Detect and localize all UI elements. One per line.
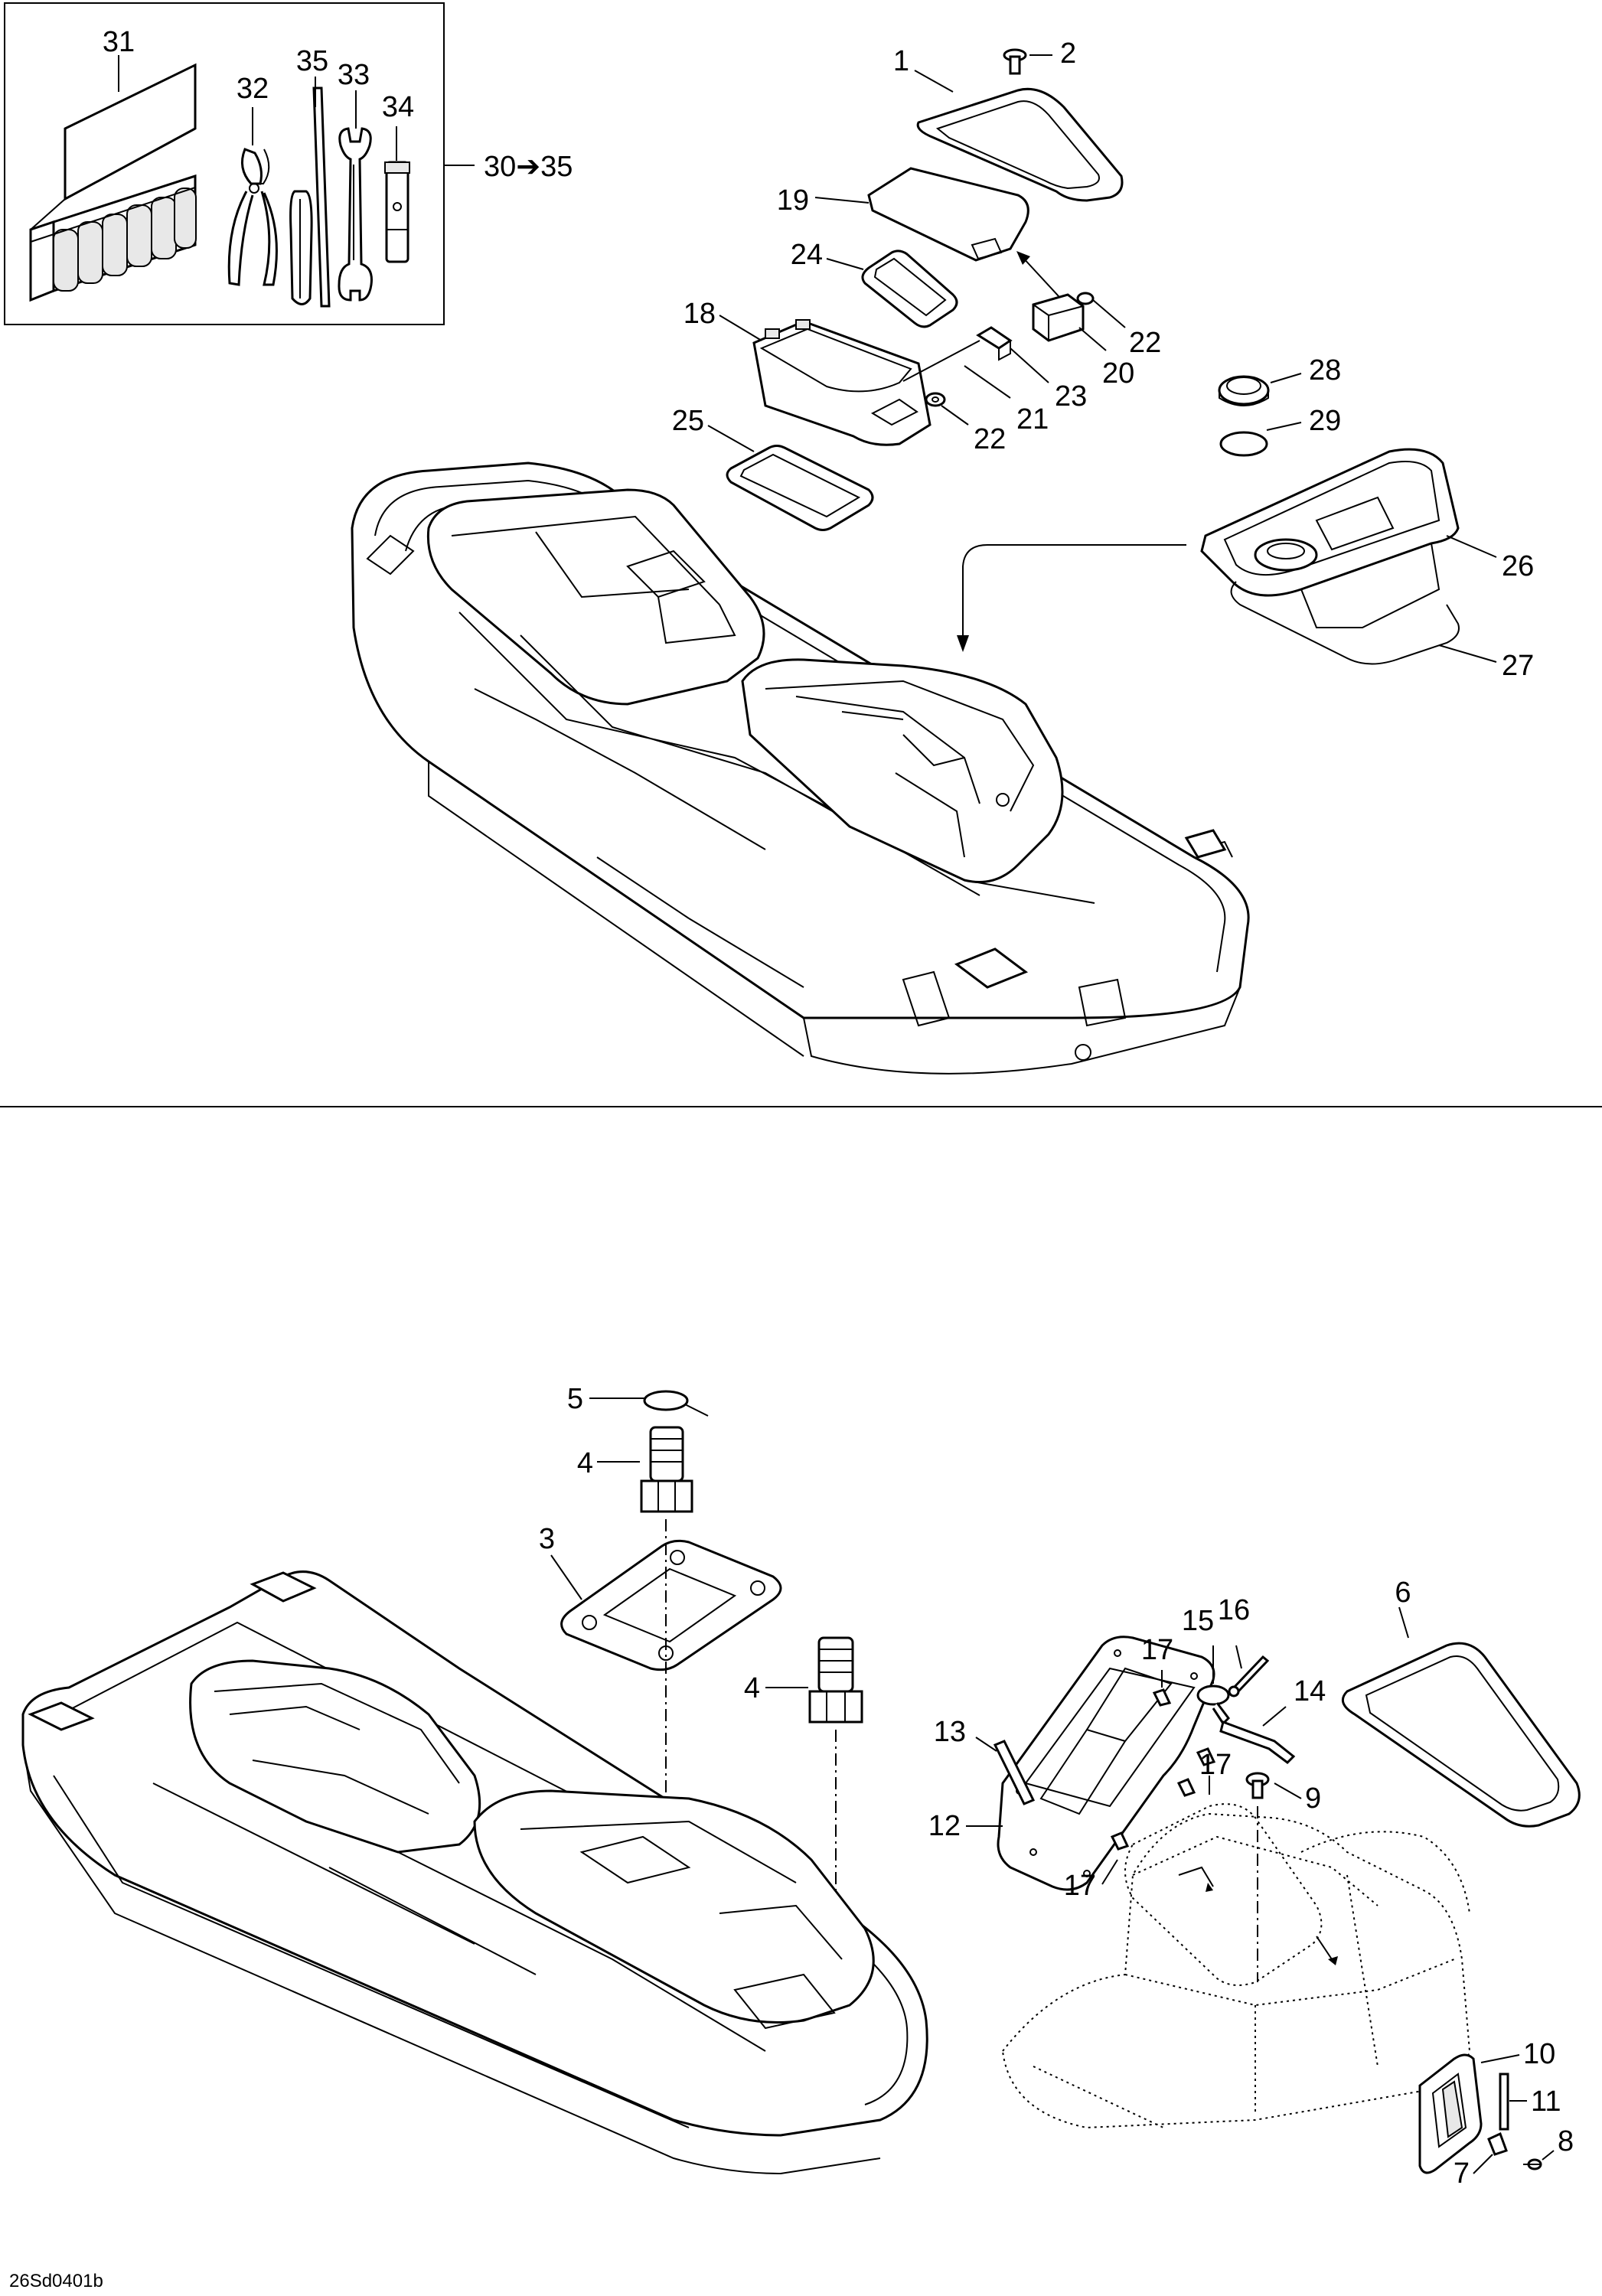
callout-8: 8 <box>1558 2125 1574 2157</box>
callout-15: 15 <box>1182 1605 1214 1637</box>
callout-12: 12 <box>928 1810 961 1842</box>
part-27-gasket <box>1230 581 1497 665</box>
callout-29: 29 <box>1309 405 1341 437</box>
callout-6: 6 <box>1395 1577 1411 1609</box>
part-8-screw <box>1523 2150 1555 2170</box>
top-assembly: 1 2 19 24 18 25 22 20 23 21 22 28 29 26 … <box>672 38 1535 682</box>
callout-7: 7 <box>1454 2157 1470 2190</box>
callout-23: 23 <box>1055 380 1087 413</box>
callout-16: 16 <box>1218 1594 1250 1626</box>
part-7-clip <box>1473 2131 1508 2174</box>
callout-17b: 17 <box>1199 1749 1232 1781</box>
callout-5: 5 <box>567 1383 583 1415</box>
callout-17a: 17 <box>1141 1634 1173 1666</box>
callout-26: 26 <box>1502 550 1534 582</box>
part-5-clamp <box>589 1390 709 1417</box>
wrench-33 <box>338 90 373 302</box>
part-25-gasket <box>707 425 874 531</box>
tool-kit-inset: 31 32 35 33 34 30➔35 <box>4 2 573 325</box>
callout-3: 3 <box>539 1523 555 1555</box>
callout-11: 11 <box>1531 2086 1561 2118</box>
tool-pouch-31 <box>29 55 197 302</box>
spark-plug-socket-34 <box>384 126 410 263</box>
part-4-fitting-b <box>765 1636 863 1724</box>
part-19-cover <box>814 167 1069 307</box>
part-1-bezel <box>914 70 1124 202</box>
callout-18: 18 <box>684 298 716 330</box>
part-3-gasket-plate <box>550 1539 782 1671</box>
callout-13: 13 <box>934 1716 966 1748</box>
callout-20: 20 <box>1102 357 1134 390</box>
part-4-fitting-a <box>597 1426 693 1513</box>
callout-33: 33 <box>338 59 370 91</box>
callout-25: 25 <box>672 405 704 437</box>
callout-28: 28 <box>1309 354 1341 386</box>
callout-2: 2 <box>1060 38 1076 70</box>
part-23-hinge <box>976 326 1049 383</box>
lower-hull-top-view <box>21 1570 928 2175</box>
callout-21: 21 <box>1016 403 1049 435</box>
part-6-seal <box>1341 1606 1581 1828</box>
callout-27: 27 <box>1502 650 1534 682</box>
callout-31: 31 <box>103 26 135 58</box>
part-20-latch <box>1032 293 1107 351</box>
callout-32: 32 <box>237 73 269 105</box>
part-16-screw <box>1228 1645 1270 1698</box>
part-10-vent-grille <box>1418 2053 1520 2174</box>
part-11-strip <box>1499 2073 1527 2131</box>
part-2-rivet <box>1003 48 1052 75</box>
callout-1: 1 <box>893 45 909 77</box>
callout-9: 9 <box>1305 1782 1321 1815</box>
callout-4b: 4 <box>744 1672 760 1704</box>
screwdriver-35 <box>289 77 331 308</box>
part-9-rivet <box>1245 1772 1302 1982</box>
part-22-washer-a <box>1076 292 1126 328</box>
part-28-cap <box>1218 373 1302 406</box>
part-17-screw-a <box>1152 1670 1172 1707</box>
callout-4a: 4 <box>577 1447 593 1479</box>
callout-24: 24 <box>791 239 823 271</box>
pliers-32 <box>227 107 278 286</box>
callout-17c: 17 <box>1064 1870 1096 1902</box>
part-14-tube <box>1219 1706 1296 1764</box>
part-24-gasket <box>826 249 958 328</box>
callout-34: 34 <box>382 91 414 123</box>
part-26-front-storage <box>1200 448 1497 628</box>
part-17-screw-b <box>1101 1747 1216 1885</box>
callout-19: 19 <box>777 184 809 217</box>
diagram-id: 26Sd0401b <box>9 2271 103 2291</box>
phantom-storage-bin <box>1001 1803 1471 2129</box>
part-22-washer-b <box>925 392 969 426</box>
part-15-clip <box>1196 1645 1230 1726</box>
callout-22b: 22 <box>974 423 1006 455</box>
part-18-storage-bin <box>719 315 932 446</box>
bottom-assembly: 5 4 3 4 17 15 16 14 6 13 17 9 12 17 10 1… <box>21 1383 1581 2190</box>
kit-range-label: 30➔35 <box>484 151 573 183</box>
callout-35: 35 <box>296 45 328 77</box>
part-13-strip <box>975 1737 1036 1805</box>
pouch-pockets <box>53 188 197 292</box>
part-29-seal <box>1219 422 1302 457</box>
callout-10: 10 <box>1523 2038 1555 2070</box>
callout-22a: 22 <box>1129 327 1161 359</box>
upper-hull-top-view <box>351 461 1250 1075</box>
callout-14: 14 <box>1294 1675 1326 1707</box>
part-21-pin <box>902 340 1011 399</box>
